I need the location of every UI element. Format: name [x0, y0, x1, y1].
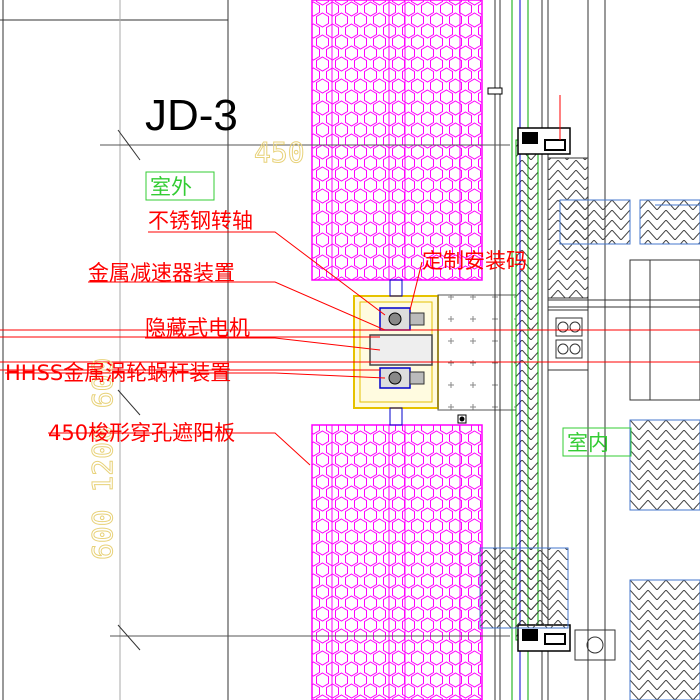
zone-outdoor: 室外 [145, 171, 215, 201]
callout-hidden-motor: 隐藏式电机 [145, 316, 250, 340]
drawing-title: JD-3 [145, 91, 238, 140]
structural-block [437, 294, 517, 411]
callout-stainless-shaft: 不锈钢转轴 [148, 209, 253, 233]
callout-perforated-panel: 450梭形穿孔遮阳板 [48, 421, 235, 445]
anchor-markers [457, 87, 503, 424]
callout-worm-gear: HHSS金属涡轮蜗杆装置 [5, 361, 231, 385]
callout-metal-reducer: 金属减速器装置 [88, 261, 235, 285]
drive-mechanism [353, 279, 439, 426]
callout-leaders [5, 231, 423, 466]
dimension-ticks [117, 129, 141, 651]
reference-lines [0, 95, 700, 637]
bottom-bracket [517, 624, 571, 652]
zone-indoor: 室内 [562, 427, 632, 457]
lower-sunshade-panel [311, 424, 483, 700]
zone-outdoor-label: 室外 [150, 175, 192, 199]
upper-sunshade-panel [311, 0, 483, 281]
dimension-450: 450 [254, 136, 305, 169]
top-bracket [517, 127, 571, 155]
indoor-structure [479, 157, 700, 700]
zone-indoor-label: 室内 [567, 431, 609, 455]
dimension-left: 600 1200 600 [86, 358, 119, 560]
callout-custom-mount: 定制安装码 [422, 249, 527, 273]
